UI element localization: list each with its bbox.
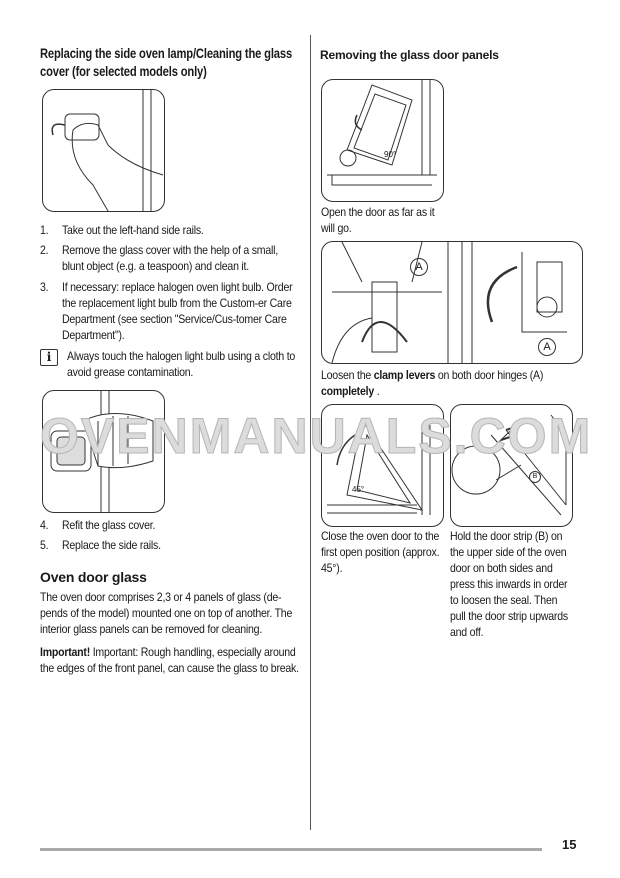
list-item: 5.Replace the side rails. [40,538,161,552]
label-a-right: A [538,338,556,356]
info-note: Always touch the halogen light bulb usin… [67,349,296,379]
column-divider [310,35,311,830]
label-a-left: A [410,258,428,276]
label-b: B [529,471,541,483]
open-door-illustration [327,80,437,186]
figure-clamp-levers: A A [321,241,583,364]
watermark: OVENMANUALS.COM [39,408,593,465]
info-icon: i [40,349,58,366]
angle-label: 90° [384,150,397,159]
figure-refit-cover [42,390,165,513]
section-heading-lamp: Replacing the side oven lamp/Cleaning th… [40,45,293,79]
list-item: 4.Refit the glass cover. [40,518,156,532]
caption-clamp-levers: Loosen the clamp levers on both door hin… [321,368,544,398]
page-number: 15 [562,837,577,852]
hand-removing-cover-illustration [51,90,164,211]
caption-door-45: Close the oven door to the first open po… [321,529,440,575]
hand-refitting-cover-illustration [50,391,154,512]
figure-open-door: 90° [321,79,444,202]
caption-open-door: Open the door as far as it will go. [321,205,435,235]
section-heading-glass-panels: Removing the glass door panels [320,48,499,62]
angle-label-45: 45° [352,485,365,494]
door-glass-paragraph: The oven door comprises 2,3 or 4 panels … [40,590,293,636]
caption-door-strip: Hold the door strip (B) on the upper sid… [450,529,568,639]
figure-door-45: 45° [321,404,444,527]
important-paragraph: Important! Important: Rough handling, es… [40,645,299,675]
figure-lamp-cover [42,89,165,212]
section-heading-door-glass: Oven door glass [40,569,147,585]
door-strip-illustration [451,414,567,516]
clamp-levers-illustration [331,242,567,363]
door-45-illustration [327,418,431,515]
figure-door-strip: B [450,404,573,527]
footer-rule [40,848,542,851]
list-item: 2.Remove the glass cover with the help o… [40,243,279,273]
list-item: 3.If necessary: replace halogen oven lig… [40,280,293,342]
list-item: 1.Take out the left-hand side rails. [40,223,204,237]
